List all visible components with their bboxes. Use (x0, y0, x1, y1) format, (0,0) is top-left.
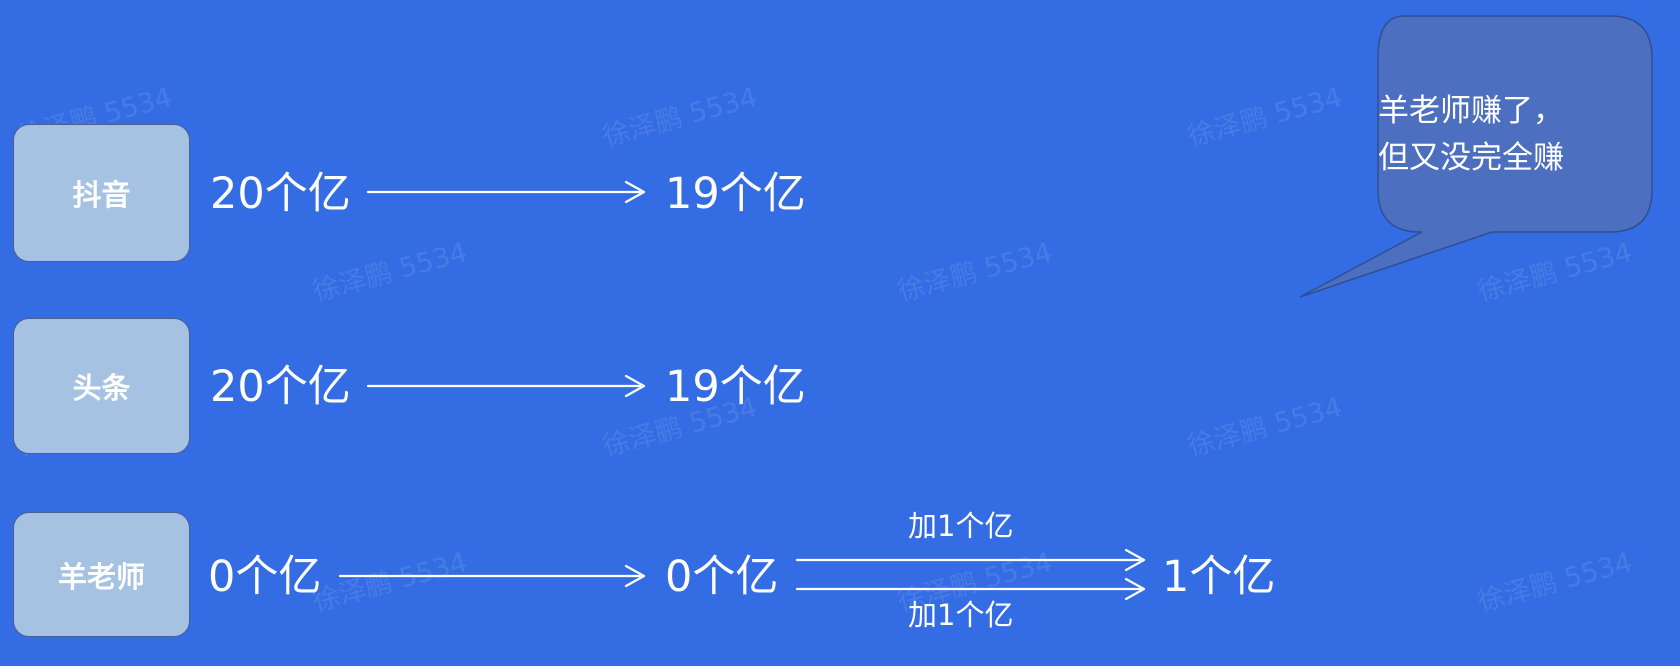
speech-bubble-text: 羊老师赚了， 但又没完全赚 (1378, 88, 1678, 181)
arrow-upper-plus (795, 548, 1146, 572)
bubble-line-1: 羊老师赚了， (1378, 93, 1564, 129)
platform-box-yang-laoshi: 羊老师 (13, 512, 190, 637)
arrow-row3 (338, 564, 646, 588)
arrow-row1 (366, 180, 646, 204)
yang-middle-value: 0个亿 (665, 552, 779, 602)
douyin-end-value: 19个亿 (665, 169, 806, 219)
bubble-line-2: 但又没完全赚 (1378, 139, 1564, 176)
platform-box-douyin: 抖音 (13, 124, 190, 262)
platform-box-toutiao: 头条 (13, 318, 190, 454)
speech-bubble (1299, 15, 1653, 298)
yang-start-value: 0个亿 (208, 552, 322, 602)
lower-plus-label: 加1个亿 (908, 598, 1014, 632)
yang-final-value: 1个亿 (1162, 552, 1276, 602)
toutiao-end-value: 19个亿 (665, 362, 806, 412)
toutiao-start-value: 20个亿 (210, 362, 351, 412)
arrow-lower-plus (795, 577, 1146, 601)
douyin-start-value: 20个亿 (210, 169, 351, 219)
arrow-row2 (366, 374, 646, 398)
upper-plus-label: 加1个亿 (908, 509, 1014, 543)
